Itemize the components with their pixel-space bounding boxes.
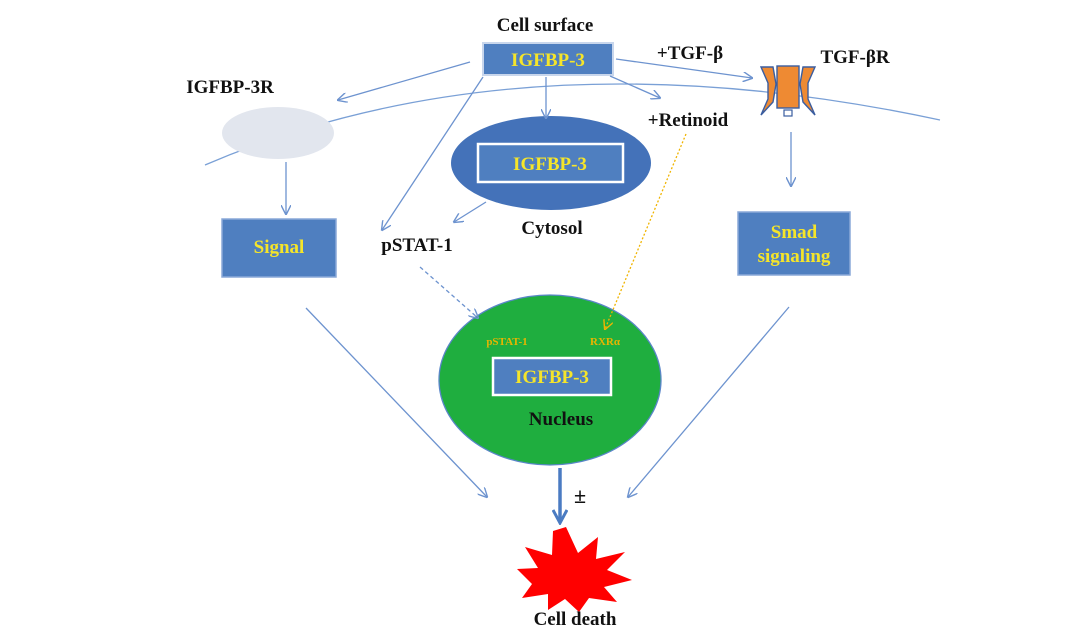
smad-box	[737, 211, 851, 276]
cytosol-igfbp3-box	[476, 142, 625, 184]
tgfbr-label: TGF-βR	[820, 47, 889, 68]
arrow-pstat1-to-nucleus	[419, 266, 478, 318]
tgfbr-receptor-icon	[759, 65, 817, 117]
igfbp3r-receptor	[222, 107, 334, 159]
nucleus-igfbp3-box	[491, 356, 613, 397]
cell-death-label: Cell death	[534, 609, 617, 630]
surface-igfbp3-box	[482, 42, 614, 76]
nucleus-igfbp3-label: IGFBP-3	[515, 367, 589, 388]
tgfb-plus-label: +TGF-β	[657, 43, 723, 64]
signal-label: Signal	[254, 237, 305, 258]
igfbp3r-label: IGFBP-3R	[186, 77, 274, 98]
arrow-cytosol-to-pstat1	[454, 201, 487, 222]
arrow-surface-to-pstat1	[382, 76, 484, 230]
arrow-surface-to-tgfbr	[615, 58, 752, 78]
arrow-surface-to-receptor	[338, 61, 471, 100]
smad-label-line2: signaling	[758, 246, 831, 267]
arrow-retinoid-to-rxr	[605, 133, 687, 329]
cell-death-star-icon	[517, 527, 632, 612]
surface-igfbp3-label: IGFBP-3	[511, 50, 585, 71]
nucleus-pstat1-label: pSTAT-1	[486, 336, 527, 348]
nucleus-rxr-label: RXRα	[590, 336, 621, 348]
pstat1-label: pSTAT-1	[381, 235, 452, 256]
smad-label-line1: Smad	[771, 222, 818, 243]
arrow-signal-to-death	[305, 307, 487, 497]
retinoid-label: +Retinoid	[648, 110, 729, 131]
nucleus-label: Nucleus	[529, 409, 593, 430]
cell-surface-label: Cell surface	[497, 15, 594, 36]
arrow-smad-to-death	[628, 306, 790, 497]
plus-minus-label: ±	[574, 483, 586, 508]
arrow-surface-to-retinoid	[609, 75, 660, 98]
signal-box	[221, 218, 337, 278]
cytosol-label: Cytosol	[521, 218, 582, 239]
cytosol-igfbp3-label: IGFBP-3	[513, 154, 587, 175]
